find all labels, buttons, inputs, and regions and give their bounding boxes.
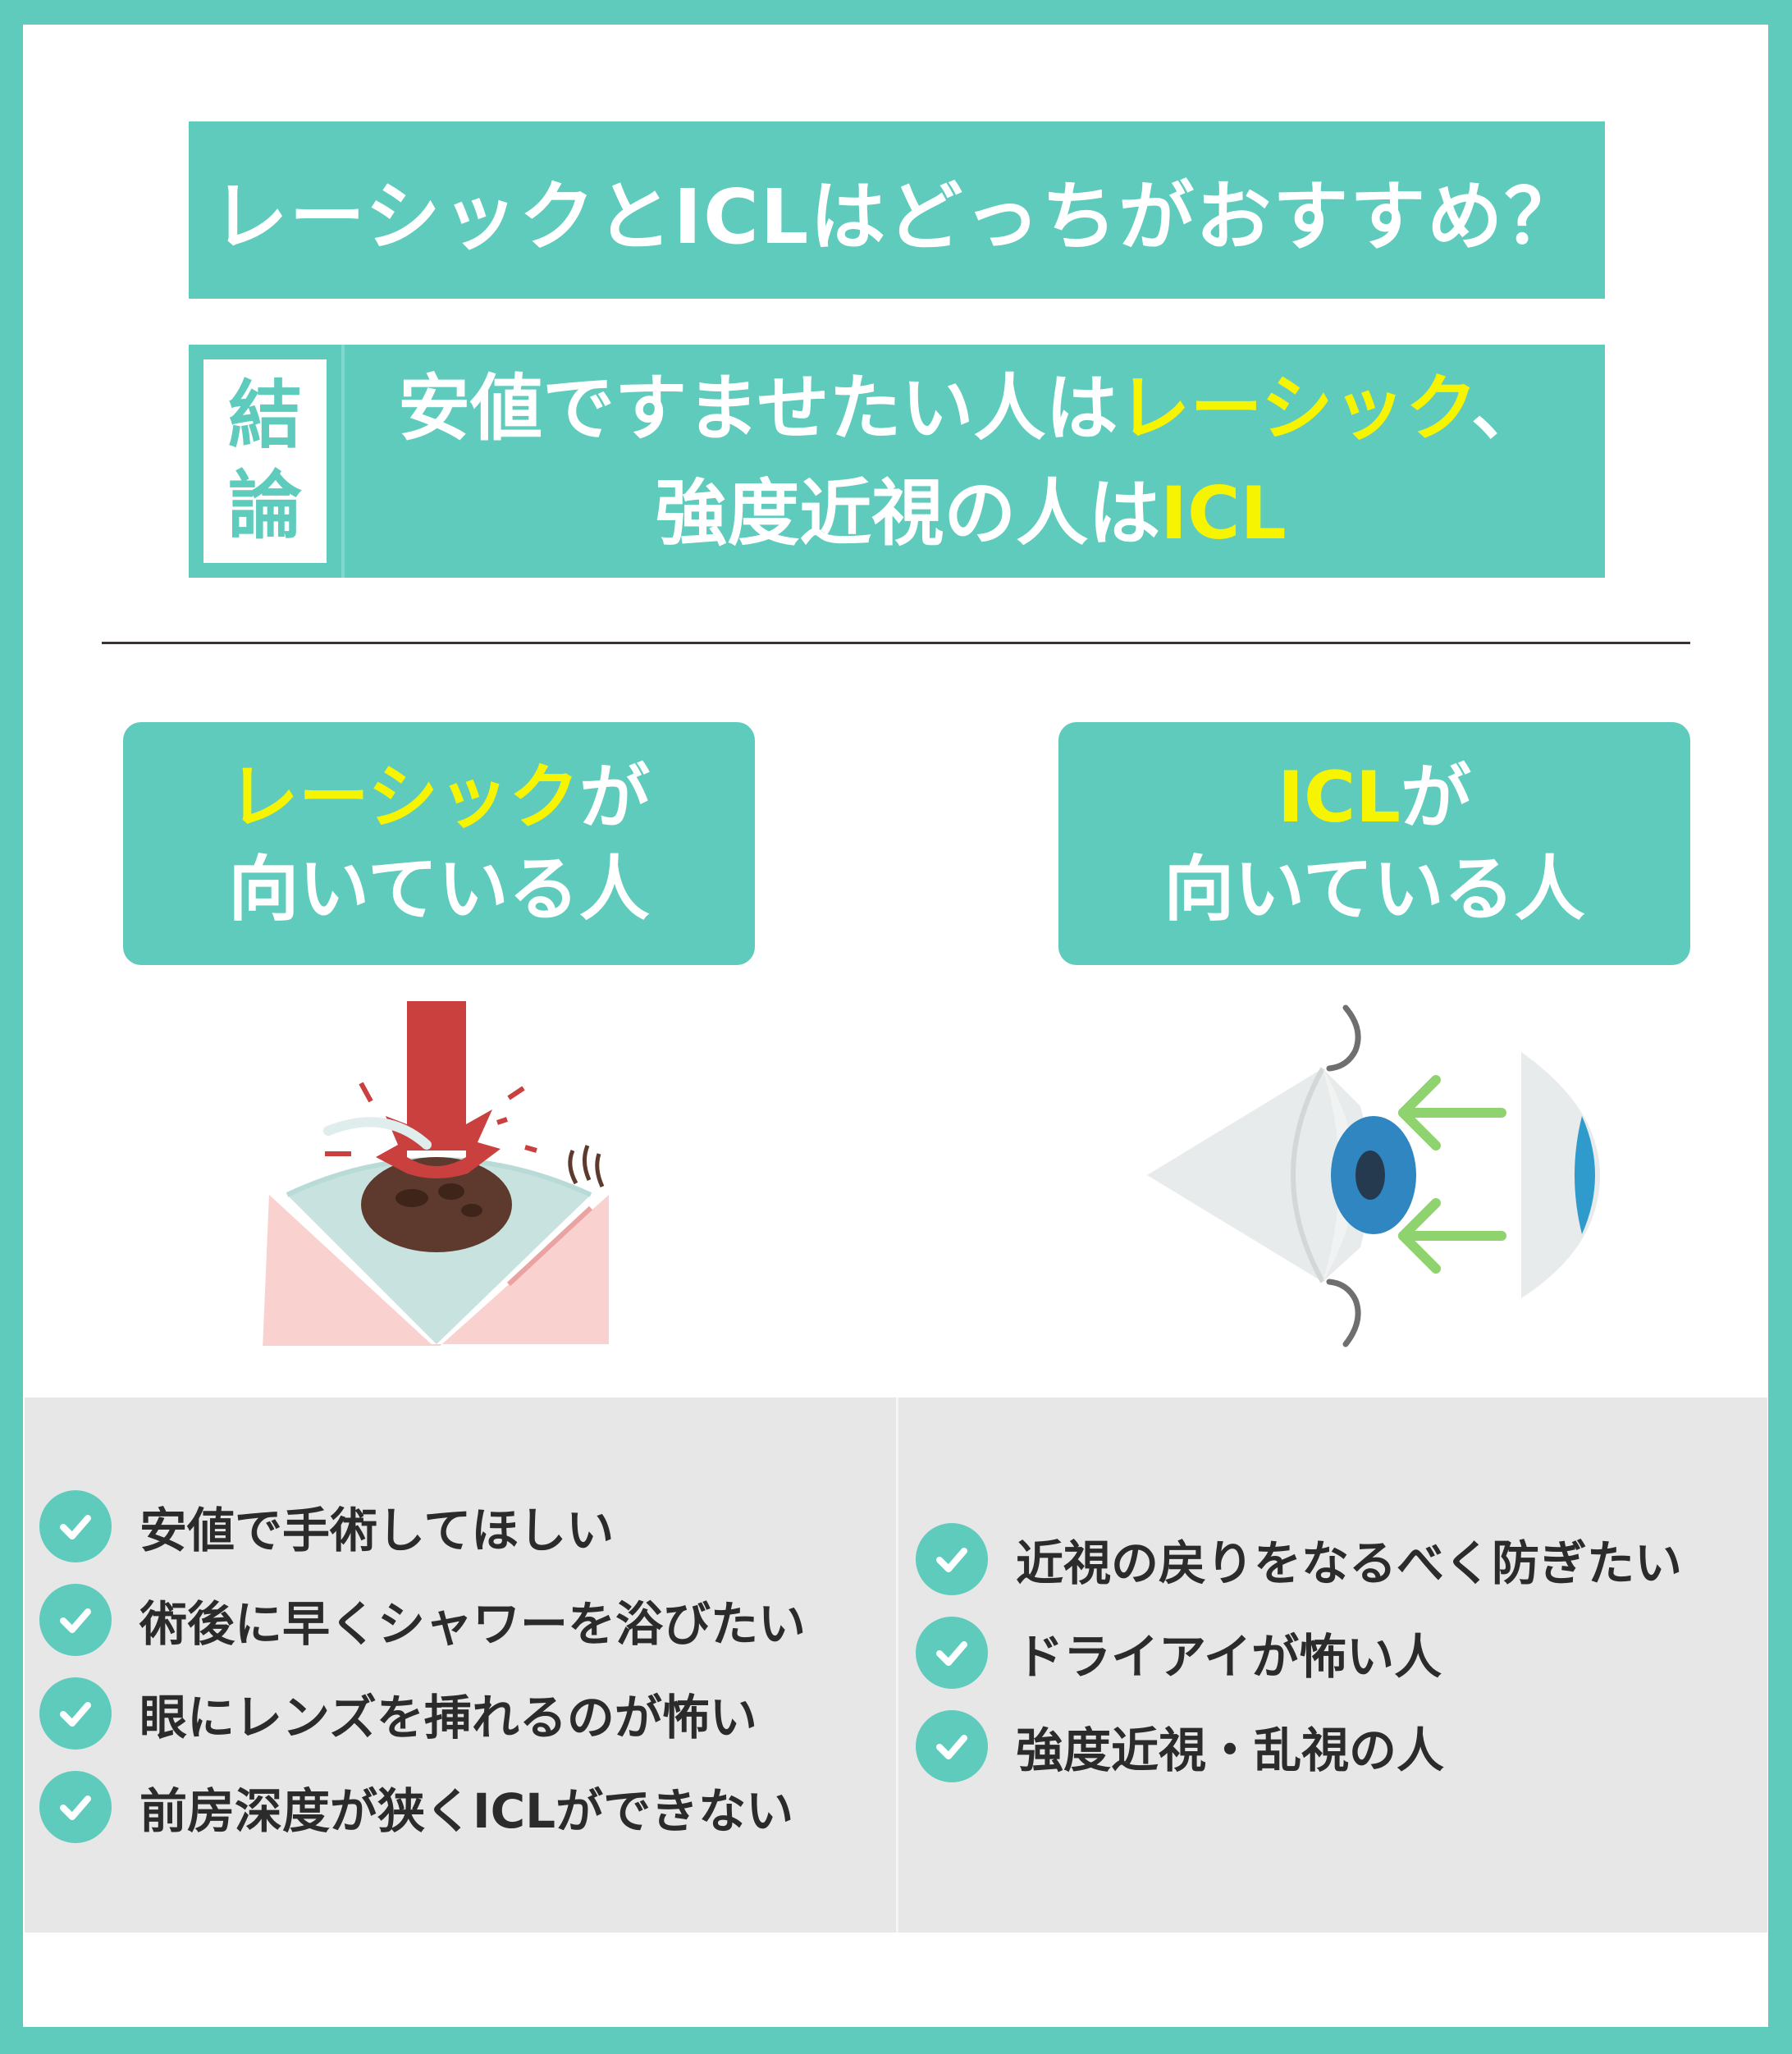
lasik-panel-highlight: レーシック: [227, 757, 580, 839]
list-item-label: 近視の戻りをなるべく防ぎたい: [1016, 1535, 1683, 1591]
list-column-separator: [896, 1398, 898, 1933]
check-circle-icon: [39, 1584, 112, 1656]
conclusion-text: 安値ですませたい人はレーシック、 強度近視の人はICL: [353, 345, 1589, 578]
icl-panel-line-2: 向いている人: [1163, 849, 1585, 931]
list-item: 眼にレンズを挿れるのが怖い: [39, 1667, 806, 1760]
check-circle-icon: [39, 1771, 112, 1843]
lasik-reasons-list: 安値で手術してほしい 術後に早くシャワーを浴びたい 眼にレンズを挿れるのが怖い …: [39, 1480, 806, 1854]
list-item-label: 眼にレンズを挿れるのが怖い: [139, 1690, 757, 1745]
icl-reasons-list: 近視の戻りをなるべく防ぎたい ドライアイが怖い人 強度近視・乱視の人: [916, 1512, 1682, 1793]
recommendation-lists: 安値で手術してほしい 術後に早くシャワーを浴びたい 眼にレンズを挿れるのが怖い …: [25, 1398, 1767, 1933]
conclusion-line-1: 安値ですませたい人はレーシック、: [398, 356, 1543, 461]
lasik-panel-line-2: 向いている人: [228, 849, 650, 931]
conclusion-tag: 結 論: [203, 359, 327, 563]
list-item-label: 前房深度が狭くICLができない: [139, 1783, 794, 1839]
list-item: 前房深度が狭くICLができない: [39, 1760, 806, 1854]
lasik-panel: レーシックが 向いている人: [123, 722, 755, 965]
conclusion-tag-char-2: 論: [228, 463, 302, 549]
check-circle-icon: [916, 1523, 988, 1595]
list-item: 近視の戻りをなるべく防ぎたい: [916, 1512, 1682, 1606]
conclusion-line-2: 強度近視の人はICL: [655, 461, 1286, 566]
check-circle-icon: [39, 1490, 112, 1562]
list-item: 術後に早くシャワーを浴びたい: [39, 1573, 806, 1667]
conclusion-line-2-prefix: 強度近視の人は: [655, 471, 1161, 556]
conclusion-line-2-highlight: ICL: [1160, 471, 1287, 556]
laser-eye-surgery-icon: [263, 1001, 609, 1346]
icl-panel-line-1: ICLが: [1278, 752, 1471, 844]
list-item: 安値で手術してほしい: [39, 1480, 806, 1573]
list-item-label: 安値で手術してほしい: [139, 1503, 615, 1558]
list-item-label: ドライアイが怖い人: [1016, 1629, 1442, 1685]
eye-lens-insertion-icon: [1147, 1004, 1600, 1347]
conclusion-line-1-highlight: レーシック: [1118, 366, 1471, 451]
list-item-label: 強度近視・乱視の人: [1016, 1722, 1445, 1778]
check-circle-icon: [916, 1617, 988, 1689]
check-circle-icon: [916, 1710, 988, 1782]
conclusion-separator: [341, 345, 345, 578]
conclusion-line-1-prefix: 安値ですませたい人は: [398, 366, 1118, 451]
page-title: レーシックとICLはどっちがおすすめ？: [212, 172, 1582, 261]
lasik-panel-line-1: レーシックが: [228, 752, 650, 844]
lasik-panel-suffix: が: [579, 757, 651, 839]
check-circle-icon: [39, 1677, 112, 1750]
conclusion-line-1-suffix: 、: [1470, 366, 1543, 451]
conclusion-tag-char-1: 結: [228, 373, 302, 459]
title-banner: レーシックとICLはどっちがおすすめ？: [189, 121, 1605, 299]
icl-panel-suffix: が: [1400, 757, 1471, 839]
list-item: ドライアイが怖い人: [916, 1606, 1682, 1699]
list-item-label: 術後に早くシャワーを浴びたい: [139, 1596, 807, 1652]
list-item: 強度近視・乱視の人: [916, 1699, 1682, 1793]
icl-panel: ICLが 向いている人: [1058, 722, 1690, 965]
conclusion-box: 結 論 安値ですませたい人はレーシック、 強度近視の人はICL: [189, 345, 1605, 578]
icl-panel-highlight: ICL: [1278, 757, 1401, 839]
section-divider: [102, 642, 1690, 644]
